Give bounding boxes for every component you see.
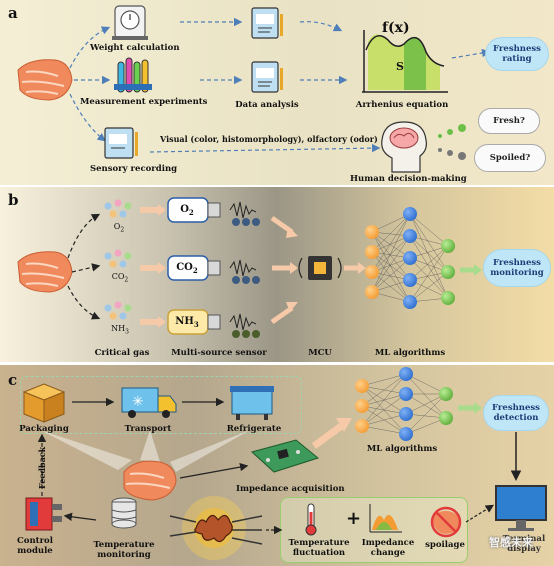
sensor-o2-text: O: [180, 204, 189, 215]
sensor-co2: [167, 255, 221, 281]
thermometer-icon: [305, 503, 317, 536]
plus-sign: +: [346, 508, 362, 529]
package-icon: [22, 383, 66, 423]
signal-waveforms: [229, 201, 257, 331]
temperature-fluctuation-label: Temperature fluctuation: [288, 538, 350, 558]
weight-calculation-label: Weight calculation: [90, 43, 180, 53]
measurement-experiments-label: Measurement experiments: [80, 97, 208, 107]
co2-gas-sub: 2: [124, 276, 129, 284]
o2-gas-sub: 2: [120, 226, 125, 234]
nh3-gas-text: NH: [111, 324, 126, 333]
neural-nodes-c: [355, 367, 453, 441]
sensor-co2-label: CO2: [170, 262, 204, 275]
test-tubes-icon: [114, 57, 152, 93]
panel-b-letter: b: [8, 191, 19, 209]
critical-gas-label: Critical gas: [94, 348, 150, 358]
arrhenius-graph: [362, 30, 448, 93]
feedback-label: Feedback: [37, 446, 47, 489]
spoilage-icon: [430, 506, 462, 538]
spoilage-label: spoilage: [425, 540, 465, 550]
spoiled-question-cloud: Spoiled?: [474, 144, 546, 172]
temperature-monitoring-label: Temperature monitoring: [93, 540, 155, 560]
mcu-label: MCU: [308, 348, 332, 358]
sensor-nh3: [167, 309, 221, 335]
refrigerator-icon: [230, 386, 274, 420]
cold-chain-box: [20, 376, 302, 434]
freshness-rating-cloud: Freshness rating: [486, 38, 548, 70]
control-module-icon: [25, 497, 62, 531]
sensor-o2-sub: 2: [188, 208, 194, 217]
fx-label: f(x): [382, 20, 410, 36]
packaging-label: Packaging: [19, 424, 69, 434]
glowing-sensor-icon: [169, 496, 263, 560]
s-label: S: [396, 60, 404, 73]
terminal-display-label: Terminal display: [502, 534, 546, 554]
impedance-change-label: Impedance change: [361, 538, 415, 558]
co2-gas-text: CO: [111, 272, 125, 281]
salmon-icon-c: [123, 460, 177, 501]
impedance-board-icon: [250, 439, 320, 473]
visual-olfactory-label: Visual (color, histomorphology), olfacto…: [160, 134, 378, 144]
sensor-nh3-sub: 3: [193, 320, 199, 329]
neural-network-b: [371, 213, 449, 303]
sensor-o2-label: O2: [172, 204, 202, 217]
monitor-icon: [495, 485, 547, 531]
co2-gas-label: CO2: [102, 272, 138, 284]
impedance-change-chart: [369, 504, 402, 533]
sensor-dots: [232, 218, 260, 338]
gas-bubbles-nh3: [104, 301, 132, 320]
nh3-gas-label: NH3: [102, 324, 138, 336]
nh3-gas-sub: 3: [125, 328, 129, 336]
o2-gas-label: O2: [104, 222, 134, 234]
mcu-chip-icon: [298, 256, 342, 280]
sensory-recording-label: Sensory recording: [90, 164, 178, 174]
truck-icon: ✳: [121, 387, 177, 418]
human-decision-making-label: Human decision-making: [350, 174, 467, 184]
human-head-icon: [381, 121, 427, 173]
sensor-nh3-label: NH3: [170, 316, 204, 329]
sensor-co2-text: CO: [176, 262, 193, 273]
panel-a-letter: a: [8, 4, 18, 22]
neural-network-c: [361, 373, 447, 435]
sensor-co2-sub: 2: [192, 266, 198, 275]
ml-algorithms-b-label: ML algorithms: [374, 348, 446, 358]
fresh-question-cloud: Fresh?: [478, 108, 540, 134]
scale-icon: [112, 5, 148, 40]
salmon-icon-b: [17, 251, 73, 293]
neural-nodes-b: [365, 207, 455, 309]
sensory-recording-icon: [104, 127, 138, 159]
refrigerate-label: Refrigerate: [226, 424, 282, 434]
freshness-detection-cloud: Freshness detection: [484, 396, 548, 430]
arrhenius-equation-label: Arrhenius equation: [355, 100, 449, 110]
control-module-label: Control module: [17, 536, 53, 556]
freshness-monitoring-cloud: Freshness monitoring: [484, 250, 550, 286]
svg-text:✳: ✳: [132, 394, 144, 410]
multi-source-sensor-label: Multi-source sensor: [171, 348, 267, 358]
panel-c-letter: c: [8, 371, 18, 389]
sensor-nh3-text: NH: [175, 316, 194, 327]
data-analysis-icon-top: [251, 7, 283, 39]
gas-bubbles-co2: [104, 249, 132, 268]
ml-algorithms-c-label: ML algorithms: [366, 444, 438, 454]
database-icon: [111, 497, 137, 529]
watermark: 智感未来: [489, 536, 533, 549]
salmon-icon-a: [17, 59, 73, 101]
sensor-o2: [167, 197, 221, 223]
gas-bubbles-o2: [104, 199, 132, 218]
o2-gas-text: O: [113, 222, 121, 231]
data-analysis-label: Data analysis: [235, 100, 299, 110]
data-analysis-icon: [251, 61, 283, 93]
transport-label: Transport: [124, 424, 172, 434]
impedance-acquisition-label: Impedance acquisition: [236, 484, 345, 494]
